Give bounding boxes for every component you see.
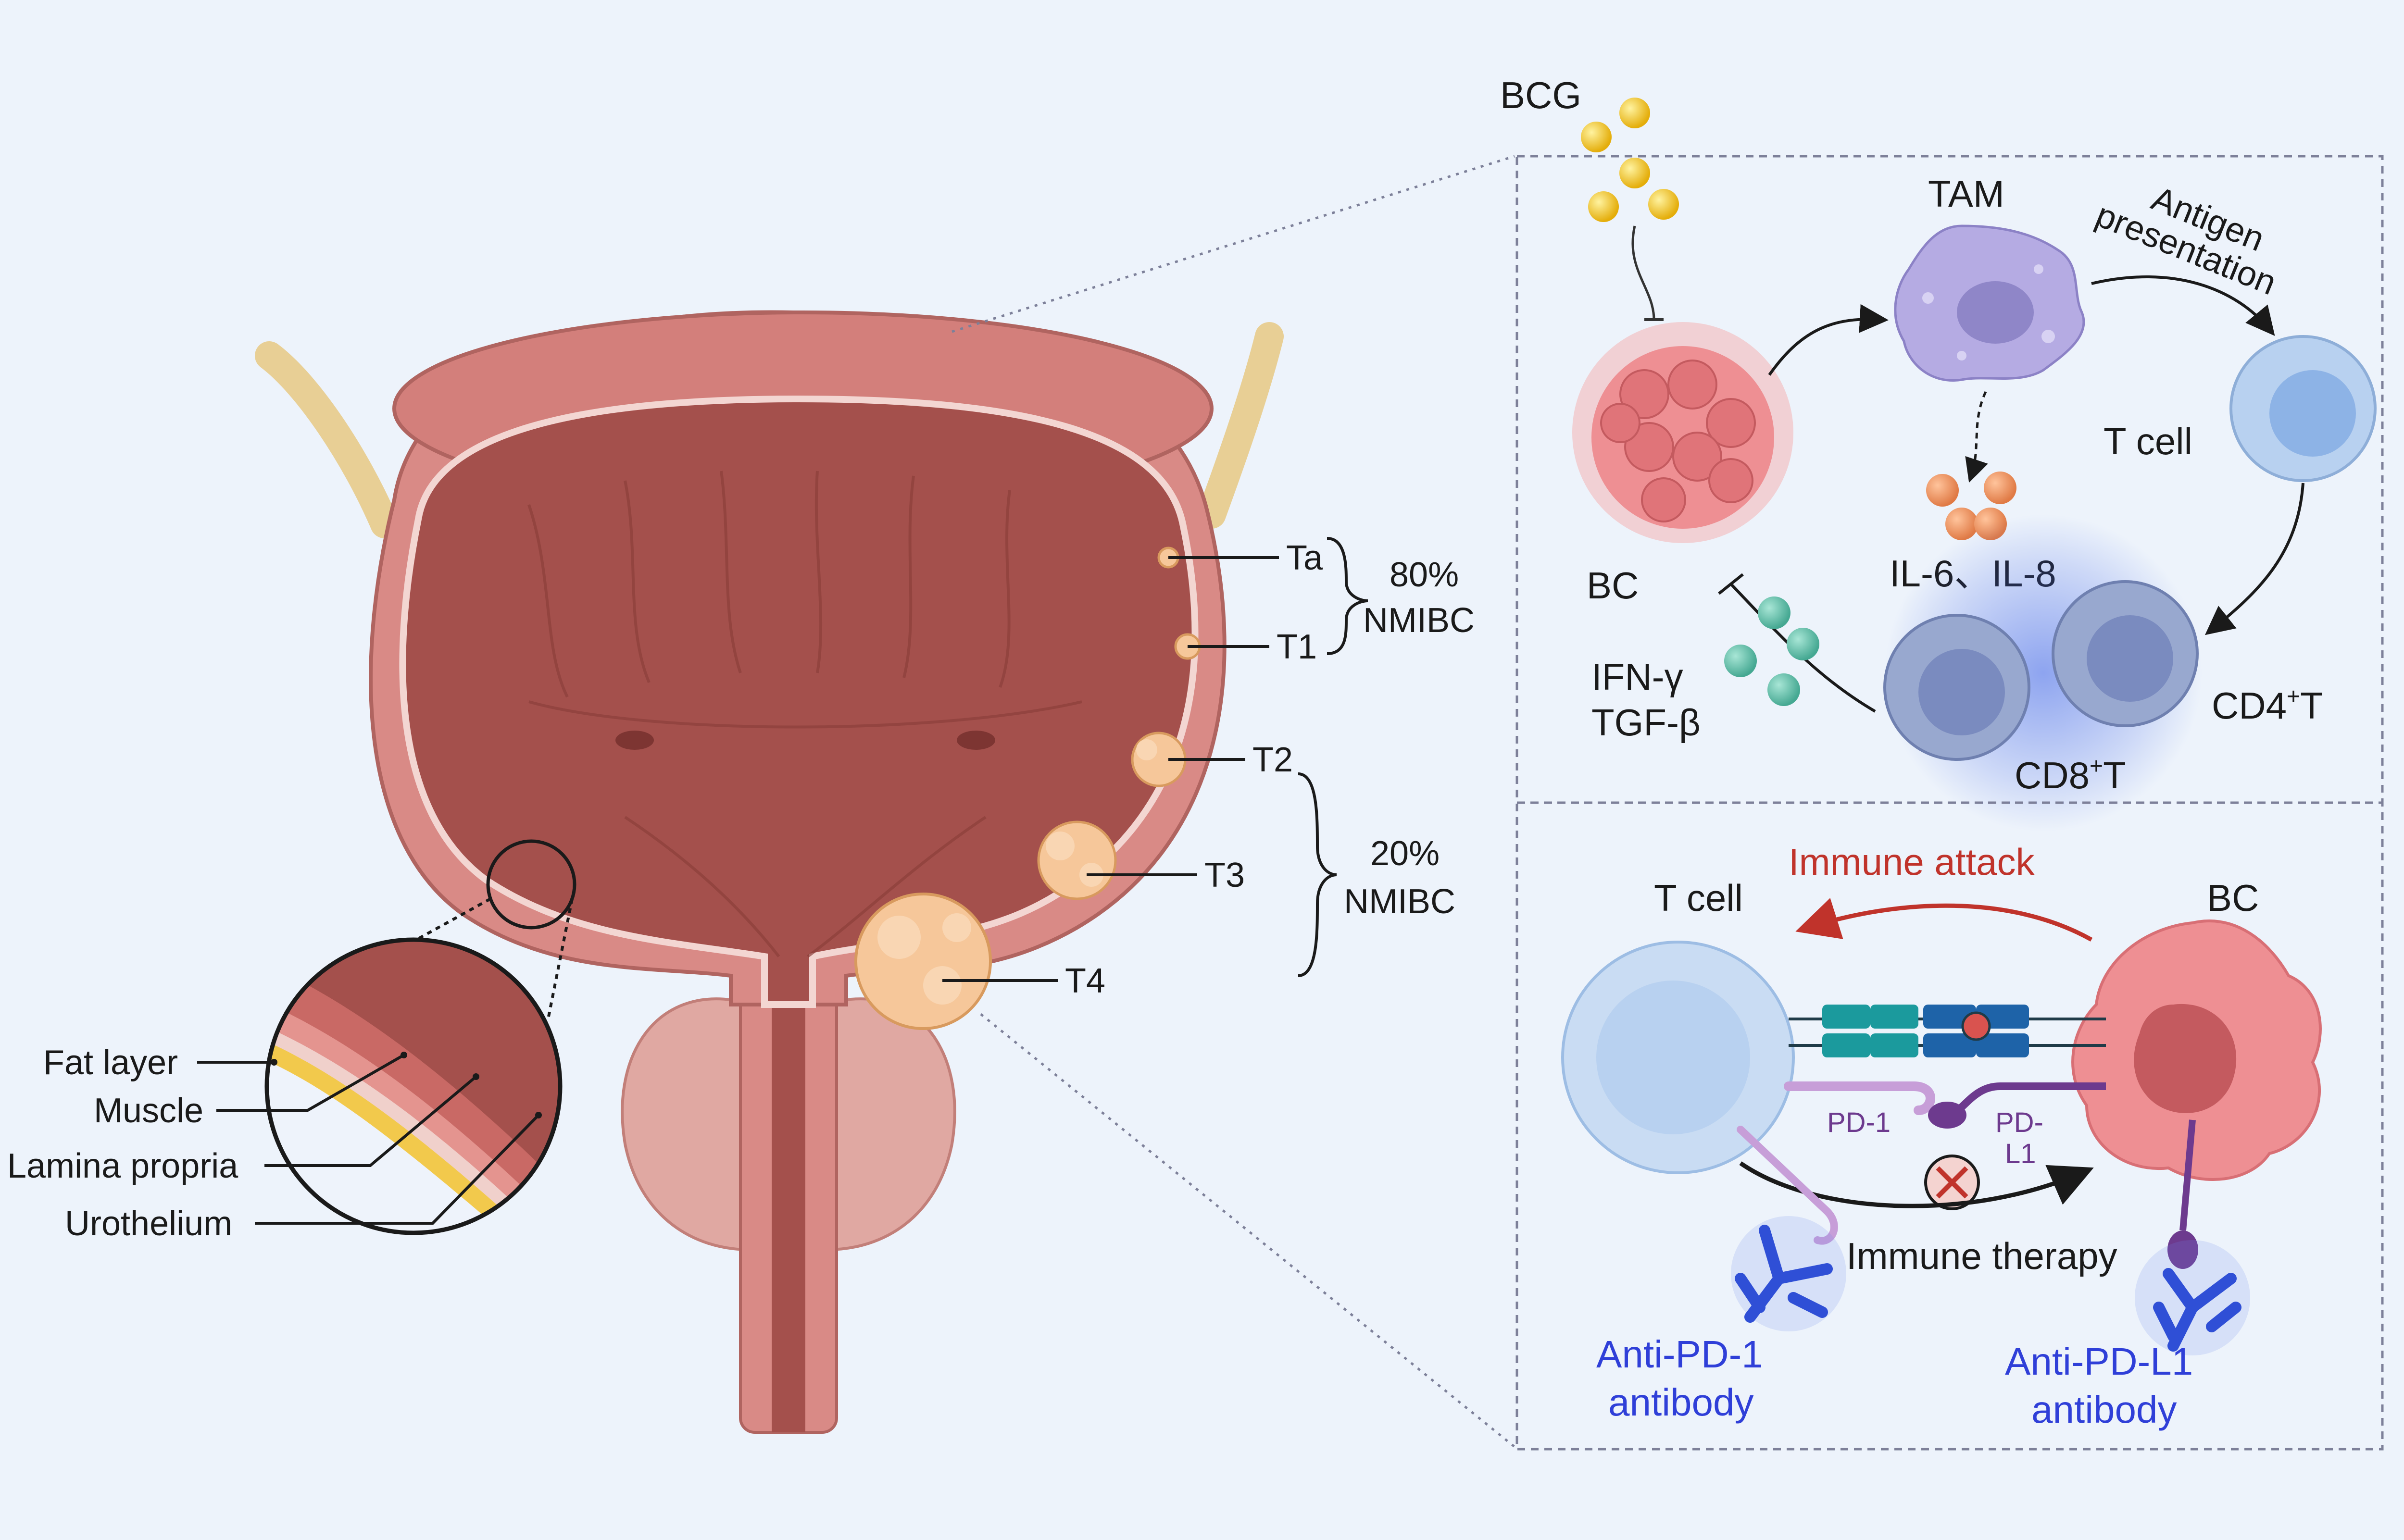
urethra-lumen <box>772 952 805 1432</box>
blocked-icon <box>1924 1155 1980 1210</box>
checkpoint-panel: Immune attack T cell BC <box>1515 801 2384 1451</box>
tumor-t3 <box>1037 820 1117 900</box>
stage-t4-label: T4 <box>1065 962 1105 1000</box>
tam-label: TAM <box>1928 173 2004 215</box>
zoom-source-circle <box>486 839 576 930</box>
layer-muscle-label: Muscle <box>94 1092 203 1130</box>
cd4-t-cell <box>2052 580 2199 727</box>
tumor-t2 <box>1131 732 1187 787</box>
stage-t1-label: T1 <box>1277 628 1317 666</box>
immune-attack-label: Immune attack <box>1789 841 2035 883</box>
pd1-receptor <box>1784 1081 1935 1115</box>
anti-pd1-label-2: antibody <box>1608 1381 1753 1424</box>
right-ureter <box>1197 322 1284 529</box>
pdl1-label-2: L1 <box>2005 1138 2036 1169</box>
tcr-mhc-complex <box>1789 1005 2106 1057</box>
bc-bottom-label: BC <box>2207 877 2259 919</box>
cd8-t-cell <box>1883 614 2030 761</box>
mucosal-folds <box>527 471 1082 958</box>
anti-pdl1-label-2: antibody <box>2031 1388 2177 1431</box>
tumor-t4 <box>854 893 992 1030</box>
brace-bottom <box>1298 772 1337 977</box>
bc-label: BC <box>1587 564 1639 607</box>
t-cell-bottom-label: T cell <box>1654 877 1743 919</box>
group-top-percent: 80% <box>1390 556 1459 594</box>
bc-tumor-cluster <box>1572 322 1793 543</box>
stage-t2-label: T2 <box>1252 741 1293 779</box>
ureteric-orifice-left <box>615 731 654 750</box>
left-ureter <box>255 341 399 538</box>
tgf-label: TGF-β <box>1591 701 1701 744</box>
pdl1-label-1: PD- <box>1995 1107 2043 1138</box>
stage-t3-label: T3 <box>1204 856 1245 894</box>
layer-lamina-label: Lamina propria <box>7 1147 238 1185</box>
brace-top <box>1327 537 1368 655</box>
ifn-label: IFN-γ <box>1591 656 1683 698</box>
group-top-label: NMIBC <box>1363 601 1475 640</box>
group-bottom-label: NMIBC <box>1344 882 1455 921</box>
cd8-label: CD8+T <box>2015 754 2126 796</box>
bcg-label: BCG <box>1500 74 1581 116</box>
ifn-tgf-cytokines <box>1724 596 1819 706</box>
layer-urothelium-label: Urothelium <box>65 1205 232 1243</box>
t-cell-top-label: T cell <box>2104 420 2192 462</box>
layer-fat-label: Fat layer <box>43 1043 178 1082</box>
anti-pd1-label-1: Anti-PD-1 <box>1596 1333 1763 1376</box>
anti-pdl1-label-1: Anti-PD-L1 <box>2005 1340 2193 1383</box>
stage-ta-label: Ta <box>1286 539 1323 577</box>
anti-pd1-antibody-icon <box>1731 1216 1846 1331</box>
pd1-label: PD-1 <box>1827 1107 1891 1138</box>
bladder-illustration: Ta T1 T2 T3 T4 80% NMIBC 20% NMIBC <box>7 155 1515 1448</box>
prostate-left <box>621 997 771 1252</box>
anti-pdl1-antibody-icon <box>2135 1240 2250 1355</box>
bcg-mechanism-panel: BCG BC TAM <box>1500 74 2384 832</box>
t-cell-top <box>2229 335 2377 482</box>
ureteric-orifice-right <box>957 731 995 750</box>
immune-therapy-label: Immune therapy <box>1846 1235 2117 1277</box>
bcg-particles <box>1581 98 1679 222</box>
bc-cell-bottom <box>2071 919 2322 1181</box>
tam-cell <box>1894 224 2085 382</box>
group-bottom-percent: 20% <box>1370 834 1440 873</box>
cd4-label: CD4+T <box>2212 684 2323 727</box>
t-cell-bottom <box>1561 941 1795 1174</box>
